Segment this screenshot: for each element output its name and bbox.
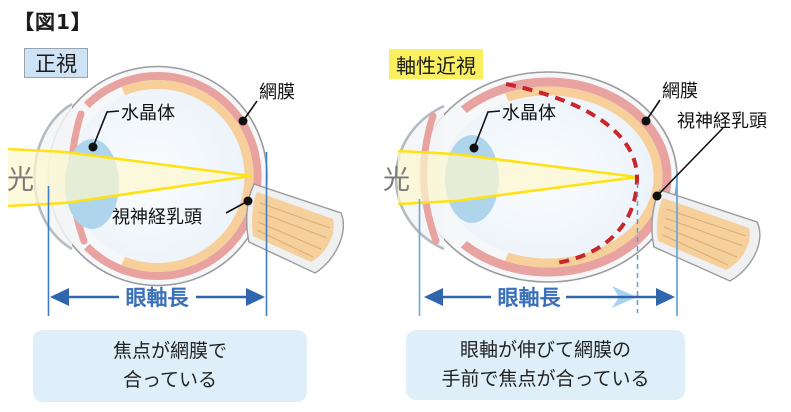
left-light-ray-bottom [7,174,252,208]
right-optic-disc-label: 視神経乳頭 [677,111,767,132]
left-optic-nerve [252,192,334,262]
right-retina-label: 網膜 [662,81,698,102]
right-light-ray-top [397,149,638,179]
right-arrowhead-left [424,288,443,306]
left-light-beam [8,149,251,206]
right-light-label: 光 [383,165,410,196]
left-light-label: 光 [7,165,34,196]
right-axial-length-label: 眼軸長 [497,286,561,310]
right-caption-box: 眼軸が伸びて網膜の 手前で焦点が合っている [406,330,685,400]
right-light-beam [398,151,637,204]
right-optic-nerve [657,198,750,270]
left-arrowhead-right [246,288,265,306]
right-retina-ring [460,77,672,277]
right-caption-line2: 手前で焦点が合っている [441,368,650,390]
left-eye [7,65,345,316]
left-leader-dots [88,116,253,206]
right-eye [394,71,761,316]
left-axial-length-label: 眼軸長 [125,286,189,310]
left-panel-tag: 正視 [24,48,88,78]
right-arrowhead-right [656,288,675,306]
right-lens-label: 水晶体 [502,103,556,124]
left-caption-box: 焦点が網膜で 合っている [33,330,307,402]
left-light-ray-top [7,147,252,178]
left-arrowhead-left [50,288,69,306]
left-caption-line1: 焦点が網膜で [112,339,227,362]
figure-title: 【図1】 [14,10,92,34]
right-optic-nerve-fibers [662,208,747,266]
normal-retina-dashed-arc [505,82,640,265]
left-retina-ring [84,72,262,280]
left-lens-label: 水晶体 [121,103,175,124]
right-caption-line1: 眼軸が伸びて網膜の [459,338,631,361]
right-light-ray-bottom [397,175,638,206]
right-panel-tag: 軸性近視 [389,49,483,79]
left-retina-label: 網膜 [259,82,295,103]
left-caption-line2: 合っている [122,369,218,391]
left-optic-disc-label: 視神経乳頭 [112,207,202,228]
right-leader-dots [469,116,662,201]
